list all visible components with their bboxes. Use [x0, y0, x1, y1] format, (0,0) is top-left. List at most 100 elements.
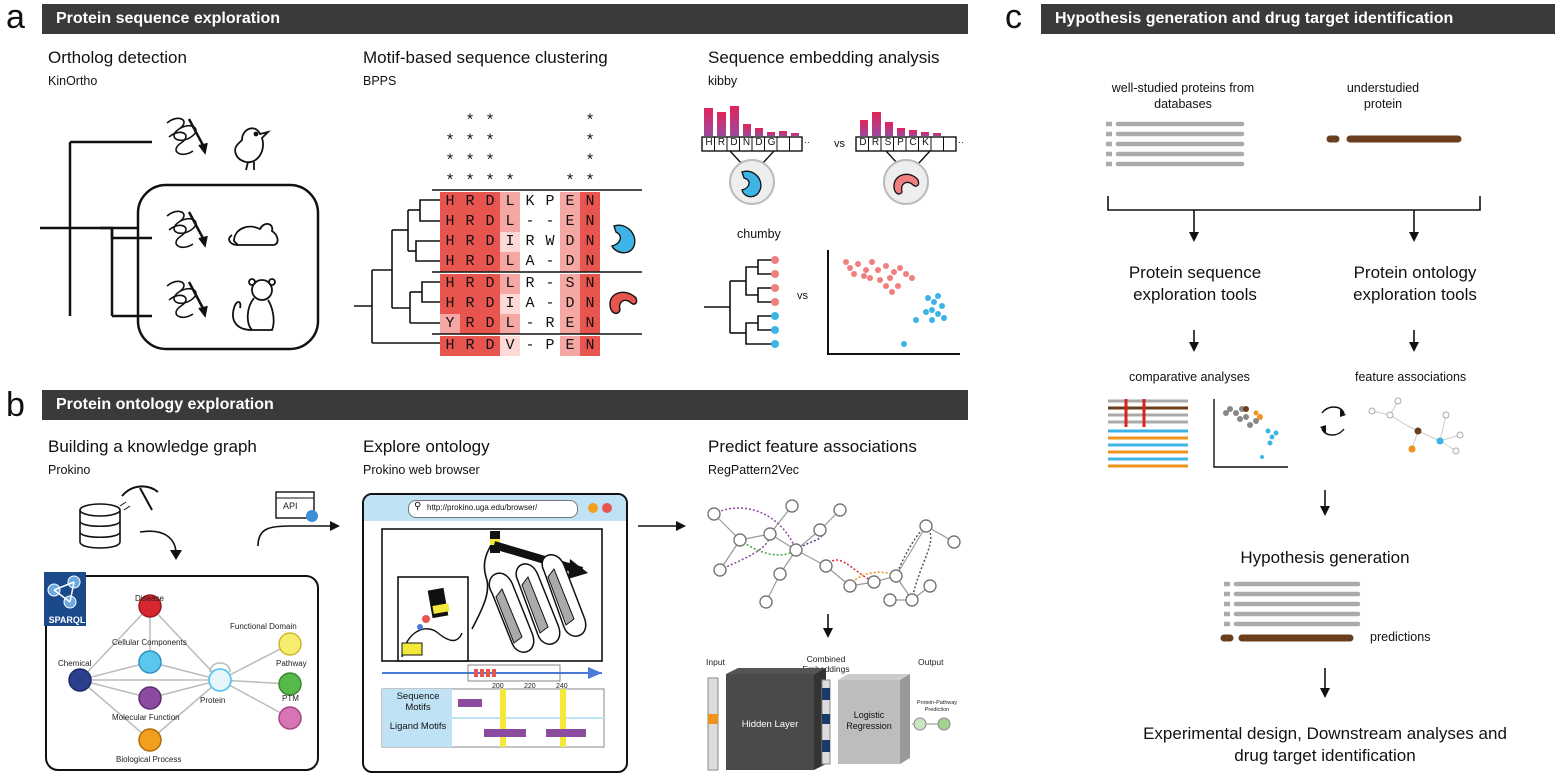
- api-arrow-graphic: [257, 491, 340, 547]
- predict-title: Predict feature associations: [708, 437, 917, 456]
- alignment-cell: H: [440, 252, 460, 272]
- alignment-cell: E: [560, 336, 580, 356]
- node-label-chemical: Chemical: [58, 659, 92, 668]
- alignment-separators: [432, 189, 642, 335]
- hypothesis-label: Hypothesis generation: [1240, 548, 1410, 567]
- url-bar[interactable]: ⚲ http://prokino.uga.edu/browser/: [408, 500, 578, 518]
- understudied-label: understudied protein: [1346, 81, 1420, 111]
- alignment-cell: I: [500, 294, 520, 314]
- nn-prediction-label: Protein-Pathway Prediction: [916, 700, 958, 713]
- conservation-star: *: [565, 172, 575, 190]
- ruler-240: 240: [556, 683, 568, 690]
- red-bean-icon: [609, 291, 638, 315]
- conservation-star: *: [465, 152, 475, 170]
- pickaxe-icon: [119, 485, 159, 511]
- kibby-residue: G: [767, 137, 776, 148]
- kibby-ellipsis-1: ··: [804, 137, 810, 147]
- conservation-star: *: [445, 132, 455, 150]
- alignment-cell: R: [460, 212, 480, 232]
- mouse-icon: [228, 223, 279, 246]
- kibby-residue: D: [730, 137, 738, 148]
- seq-tools-label: Protein sequence exploration tools: [1128, 263, 1262, 304]
- conservation-star: *: [465, 132, 475, 150]
- alignment-cell: -: [525, 213, 535, 230]
- alignment-cell: N: [580, 212, 600, 232]
- conservation-star: *: [445, 152, 455, 170]
- kibby-residue: K: [922, 137, 929, 148]
- banner-hypothesis: Hypothesis generation and drug target id…: [1041, 4, 1555, 34]
- regpattern-graph: [707, 499, 961, 609]
- conservation-star: *: [585, 152, 595, 170]
- alignment-cell: R: [460, 252, 480, 272]
- ortholog-tool: KinOrtho: [48, 74, 98, 88]
- row-label-ligand-motifs: Ligand Motifs: [389, 721, 447, 732]
- alignment-cell: -: [545, 213, 555, 230]
- kibby-residue: N: [742, 137, 751, 148]
- onto-tools-label: Protein ontology exploration tools: [1353, 263, 1477, 304]
- alignment-cell: -: [525, 315, 535, 332]
- kibby-ellipsis-2: ··: [958, 137, 964, 147]
- conservation-star: *: [465, 112, 475, 130]
- conservation-star: *: [505, 172, 515, 190]
- alignment-cell: D: [480, 192, 500, 212]
- alignment-cell: L: [500, 274, 520, 294]
- conservation-star: *: [445, 172, 455, 190]
- alignment-cell: P: [545, 337, 555, 354]
- alignment-cell: N: [580, 252, 600, 272]
- blue-bean-icon: [610, 224, 636, 254]
- database-icon: [79, 503, 121, 549]
- panel-letter-a: a: [6, 0, 25, 36]
- node-label-biological: Biological Process: [116, 755, 182, 764]
- kibby-residue: D: [755, 137, 763, 148]
- alignment-cell: -: [545, 253, 555, 270]
- alignment-cell: R: [460, 314, 480, 334]
- well-studied-label: well-studied proteins from databases: [1111, 81, 1255, 111]
- node-label-functional: Functional Domain: [230, 622, 297, 631]
- alignment-cell: D: [560, 252, 580, 272]
- predict-tool: RegPattern2Vec: [708, 463, 800, 477]
- conservation-star: *: [585, 172, 595, 190]
- chumby-vs-label: vs: [797, 290, 808, 302]
- alignment-cell: N: [580, 232, 600, 252]
- alignment-cell: L: [500, 252, 520, 272]
- alignment-cell: R: [545, 315, 555, 332]
- api-label: API: [283, 501, 298, 511]
- browser-minimize-button[interactable]: [588, 503, 598, 513]
- alignment-cell: E: [560, 192, 580, 212]
- alignment-cell: R: [525, 233, 535, 250]
- ruler-220: 220: [524, 683, 536, 690]
- alignment-cell: H: [440, 336, 460, 356]
- chumby-graphic: [704, 250, 960, 355]
- alignment-cell: D: [480, 336, 500, 356]
- arrow-down-icon: [823, 614, 833, 638]
- arrow-right-icon: [638, 521, 686, 531]
- browser-close-button[interactable]: [602, 503, 612, 513]
- search-icon: ⚲: [414, 501, 422, 512]
- embedding-title: Sequence embedding analysis: [708, 48, 940, 67]
- conservation-star: *: [465, 172, 475, 190]
- alignment-cell: N: [580, 336, 600, 356]
- alignment-cell: R: [460, 274, 480, 294]
- alignment-cell: A: [525, 295, 535, 312]
- predictions-graphic: [1220, 581, 1361, 642]
- kibby-residue: H: [705, 137, 713, 148]
- kibby-embedding-graphic: [701, 106, 957, 205]
- motif-tool: BPPS: [363, 74, 397, 88]
- alignment-cell: -: [545, 275, 555, 292]
- alignment-cell: L: [500, 314, 520, 334]
- panel-c-arrows-2: [1189, 330, 1419, 352]
- ortholog-title: Ortholog detection: [48, 48, 187, 67]
- conservation-star: *: [585, 132, 595, 150]
- arrow-down-icon: [1320, 668, 1330, 698]
- alignment-cell: N: [580, 192, 600, 212]
- alignment-cell: N: [580, 314, 600, 334]
- nn-hidden-label: Hidden Layer: [741, 719, 799, 730]
- bird-icon: [234, 127, 271, 171]
- embedding-tool-chumby: chumby: [737, 227, 781, 241]
- kibby-residue: P: [897, 137, 904, 148]
- alignment-cell: L: [500, 212, 520, 232]
- ortholog-tree: [40, 117, 320, 351]
- alignment-cell: I: [500, 232, 520, 252]
- neural-net-graphic: [707, 668, 951, 771]
- alignment-cell: A: [525, 253, 535, 270]
